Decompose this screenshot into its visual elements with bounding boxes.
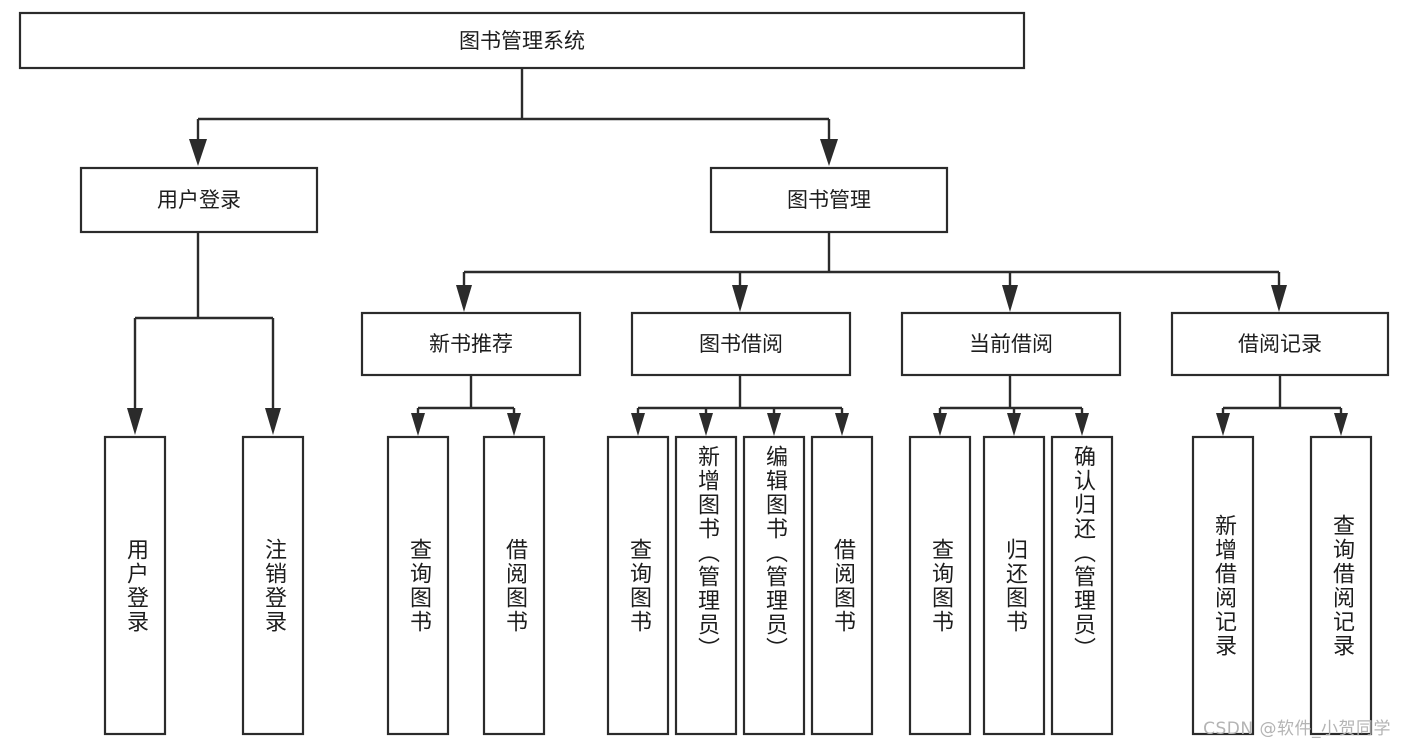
node-root[interactable]: 图书管理系统 [18, 11, 1026, 70]
node-book-borrow[interactable]: 图书借阅 [630, 311, 852, 377]
node-leaf-query-borrow-record-rect[interactable] [1309, 435, 1373, 736]
arrow-head-current-borrow [1002, 285, 1018, 312]
node-current-borrow-label: 当前借阅 [969, 332, 1053, 356]
arrow-head-book-manage [820, 139, 838, 166]
node-root-rect[interactable] [18, 11, 1026, 70]
node-new-book-recommend-label: 新书推荐 [429, 332, 513, 356]
arrow-head-leaf-add-book-admin [699, 413, 713, 436]
node-book-manage-rect[interactable] [709, 166, 949, 234]
arrow-head-leaf-add-borrow-record [1216, 413, 1230, 436]
arrow-head-leaf-return-book [1007, 413, 1021, 436]
node-current-borrow-rect[interactable] [900, 311, 1122, 377]
node-root-label: 图书管理系统 [459, 29, 585, 53]
node-user-login[interactable]: 用户登录 [79, 166, 319, 234]
arrow-head-leaf-query-book-recommend [411, 413, 425, 436]
node-leaf-query-book-borrow-rect[interactable] [606, 435, 670, 736]
connector-layer [127, 68, 1348, 436]
node-leaf-edit-book-admin-rect[interactable] [742, 435, 806, 736]
node-new-book-recommend-rect[interactable] [360, 311, 582, 377]
arrow-head-leaf-query-book-borrow [631, 413, 645, 436]
node-user-login-label: 用户登录 [157, 188, 241, 212]
csdn-watermark: CSDN @软件_小贺同学 [1203, 719, 1391, 739]
node-borrow-record-rect[interactable] [1170, 311, 1390, 377]
node-leaf-return-book-rect[interactable] [982, 435, 1046, 736]
node-leaf-query-book-current-rect[interactable] [908, 435, 972, 736]
arrow-head-borrow-record [1271, 285, 1287, 312]
arrow-head-leaf-edit-book-admin [767, 413, 781, 436]
arrow-head-user-login [189, 139, 207, 166]
node-leaf-user-login-rect[interactable] [103, 435, 167, 736]
node-leaf-confirm-return-admin-rect[interactable] [1050, 435, 1114, 736]
node-book-manage[interactable]: 图书管理 [709, 166, 949, 234]
arrow-head-leaf-confirm-return-admin [1075, 413, 1089, 436]
node-leaf-query-book-recommend-rect[interactable] [386, 435, 450, 736]
node-layer: 图书管理系统 用户登录 图书管理 新书推荐 图书借阅 当前 [18, 11, 1390, 736]
arrow-head-book-borrow [732, 285, 748, 312]
arrow-head-leaf-borrow-book [835, 413, 849, 436]
node-new-book-recommend[interactable]: 新书推荐 [360, 311, 582, 377]
node-leaf-add-book-admin-rect[interactable] [674, 435, 738, 736]
arrow-head-leaf-query-borrow-record [1334, 413, 1348, 436]
arrow-head-new-book-recommend [456, 285, 472, 312]
node-leaf-logout-login-rect[interactable] [241, 435, 305, 736]
arrow-head-leaf-query-book-current [933, 413, 947, 436]
node-book-borrow-rect[interactable] [630, 311, 852, 377]
node-book-borrow-label: 图书借阅 [699, 332, 783, 356]
node-leaf-add-borrow-record-rect[interactable] [1191, 435, 1255, 736]
node-book-manage-label: 图书管理 [787, 188, 871, 212]
arrow-head-leaf-logout-login [265, 408, 281, 435]
arrow-head-leaf-borrow-book-recommend [507, 413, 521, 436]
node-leaf-borrow-book-recommend-rect[interactable] [482, 435, 546, 736]
node-current-borrow[interactable]: 当前借阅 [900, 311, 1122, 377]
node-borrow-record-label: 借阅记录 [1238, 332, 1322, 356]
arrow-head-leaf-user-login [127, 408, 143, 435]
node-borrow-record[interactable]: 借阅记录 [1170, 311, 1390, 377]
node-leaf-borrow-book-rect[interactable] [810, 435, 874, 736]
node-user-login-rect[interactable] [79, 166, 319, 234]
